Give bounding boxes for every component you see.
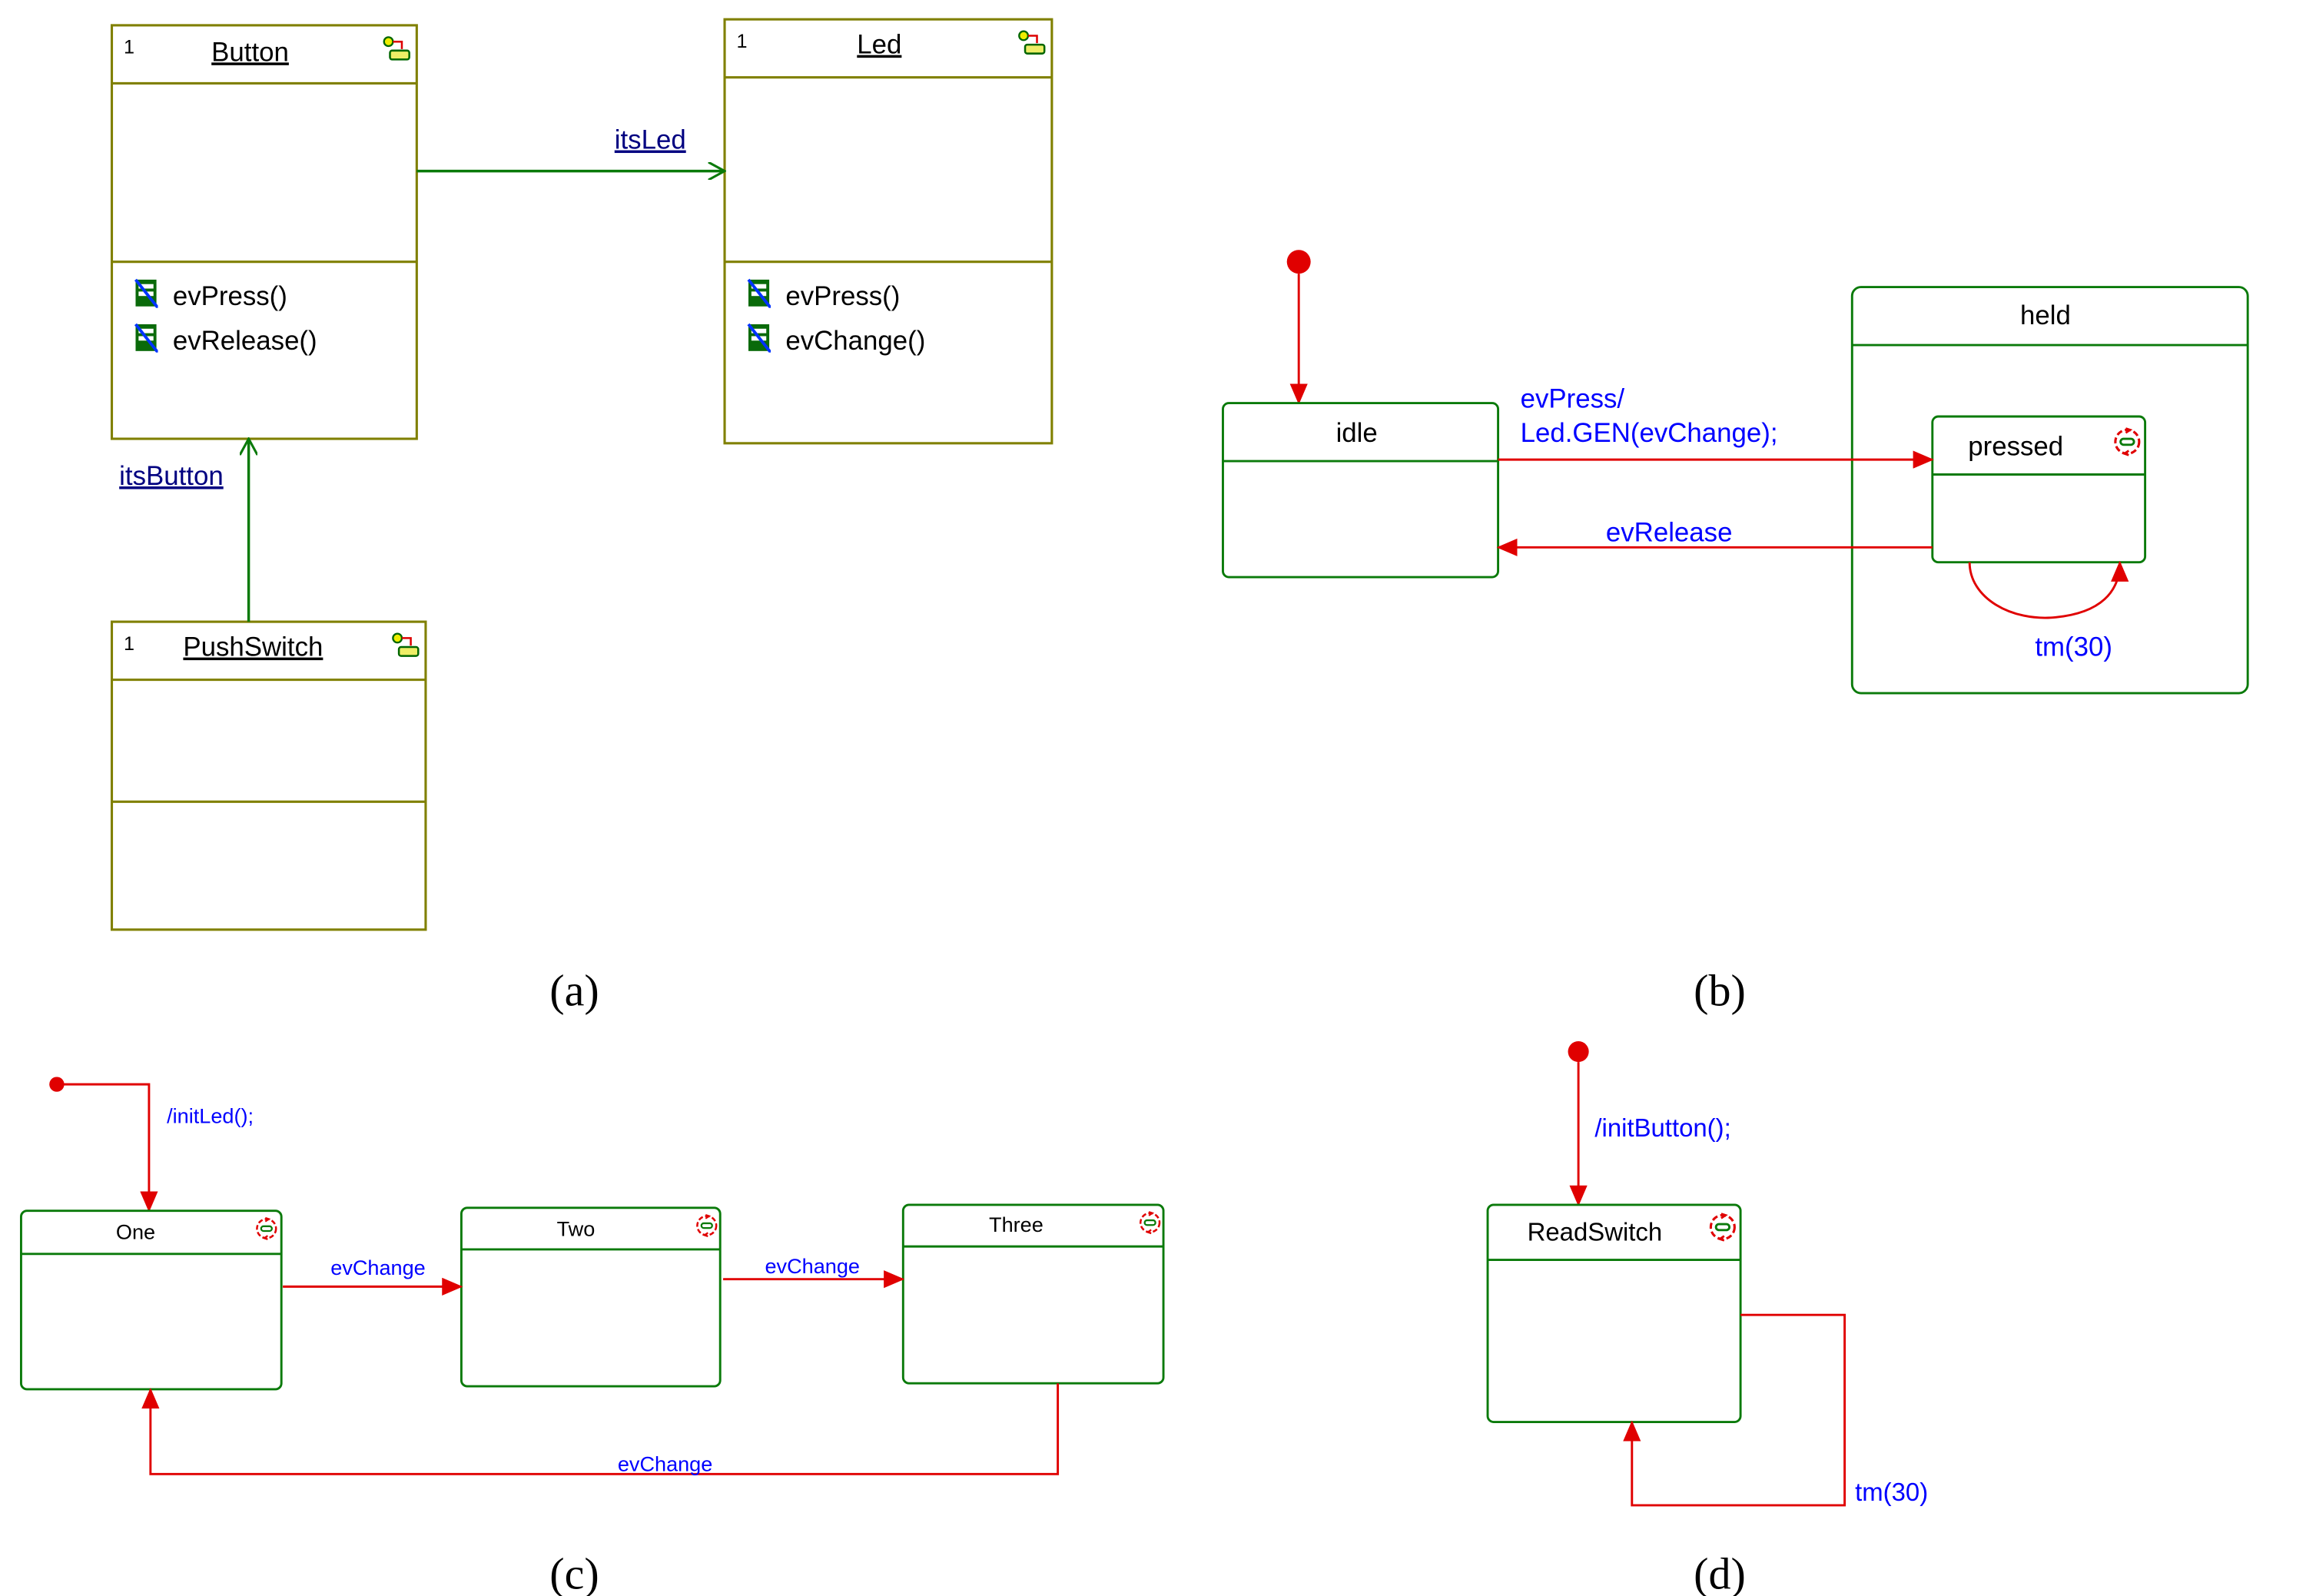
class-name: PushSwitch	[183, 632, 323, 662]
state-readswitch[interactable]: ReadSwitch	[1486, 1203, 1742, 1423]
operation[interactable]: evRelease()	[173, 326, 317, 356]
operation-icon	[134, 323, 158, 353]
multiplicity: 1	[124, 37, 134, 58]
transition-label: evPress/	[1521, 383, 1625, 413]
initial-state[interactable]	[1568, 1040, 1589, 1063]
transition-timeout[interactable]	[1968, 560, 2129, 619]
panel-a: 1 Button evPress() evRelease() 1 Led evP…	[110, 18, 1053, 1016]
class-name: Button	[211, 37, 289, 67]
operation[interactable]: evPress()	[173, 281, 287, 311]
state-two[interactable]: Two	[460, 1206, 722, 1388]
transition-timeout[interactable]	[1623, 1313, 1846, 1507]
state-pressed[interactable]: pressed	[1931, 415, 2147, 564]
initial-state[interactable]	[1286, 250, 1311, 274]
operation[interactable]: evChange()	[785, 326, 925, 356]
state-three[interactable]: Three	[901, 1203, 1165, 1385]
state-one[interactable]: One	[19, 1209, 283, 1391]
initial-action: /initLed();	[167, 1103, 254, 1127]
state-name: pressed	[1968, 431, 2063, 461]
state-name: held	[2020, 300, 2071, 330]
caption: (a)	[549, 966, 599, 1016]
initial-transition[interactable]	[56, 1083, 158, 1213]
state-idle[interactable]: idle	[1222, 402, 1500, 579]
caption: (c)	[549, 1548, 599, 1596]
role-label: itsLed	[615, 125, 686, 155]
transition-label: evChange	[618, 1452, 712, 1475]
operation-icon	[134, 277, 158, 308]
operation-icon	[747, 323, 771, 353]
class-pushswitch[interactable]: 1 PushSwitch	[110, 620, 427, 931]
class-button[interactable]: 1 Button evPress() evRelease()	[110, 24, 418, 440]
class-name: Led	[857, 30, 901, 60]
class-led[interactable]: 1 Led evPress() evChange()	[723, 18, 1053, 445]
transition-label: evChange	[330, 1256, 425, 1279]
transition-label: evChange	[765, 1254, 859, 1278]
multiplicity: 1	[737, 31, 748, 52]
transition-three-one[interactable]	[141, 1383, 1060, 1475]
initial-action: /initButton();	[1594, 1113, 1730, 1142]
multiplicity: 1	[124, 633, 134, 655]
role-label: itsButton	[119, 461, 224, 491]
panel-b: idle held pressed evPress/ Led.GEN(evCha…	[1222, 250, 2249, 1016]
caption: (d)	[1694, 1548, 1746, 1596]
transition-label: tm(30)	[1855, 1478, 1928, 1506]
operation-icon	[747, 277, 771, 308]
state-name: idle	[1336, 418, 1378, 448]
state-name: Three	[989, 1213, 1044, 1236]
caption: (b)	[1694, 966, 1746, 1016]
state-name: ReadSwitch	[1528, 1217, 1663, 1246]
transition-label: evRelease	[1606, 518, 1733, 548]
transition-label: Led.GEN(evChange);	[1521, 418, 1778, 448]
state-name: Two	[557, 1217, 596, 1241]
operation[interactable]: evPress()	[785, 281, 900, 311]
transition-label: tm(30)	[2035, 632, 2112, 662]
panel-c: /initLed(); One Two Three evChange evCha…	[19, 1077, 1165, 1596]
panel-d: /initButton(); ReadSwitch tm(30) (d)	[1486, 1040, 1928, 1596]
state-name: One	[116, 1219, 155, 1243]
